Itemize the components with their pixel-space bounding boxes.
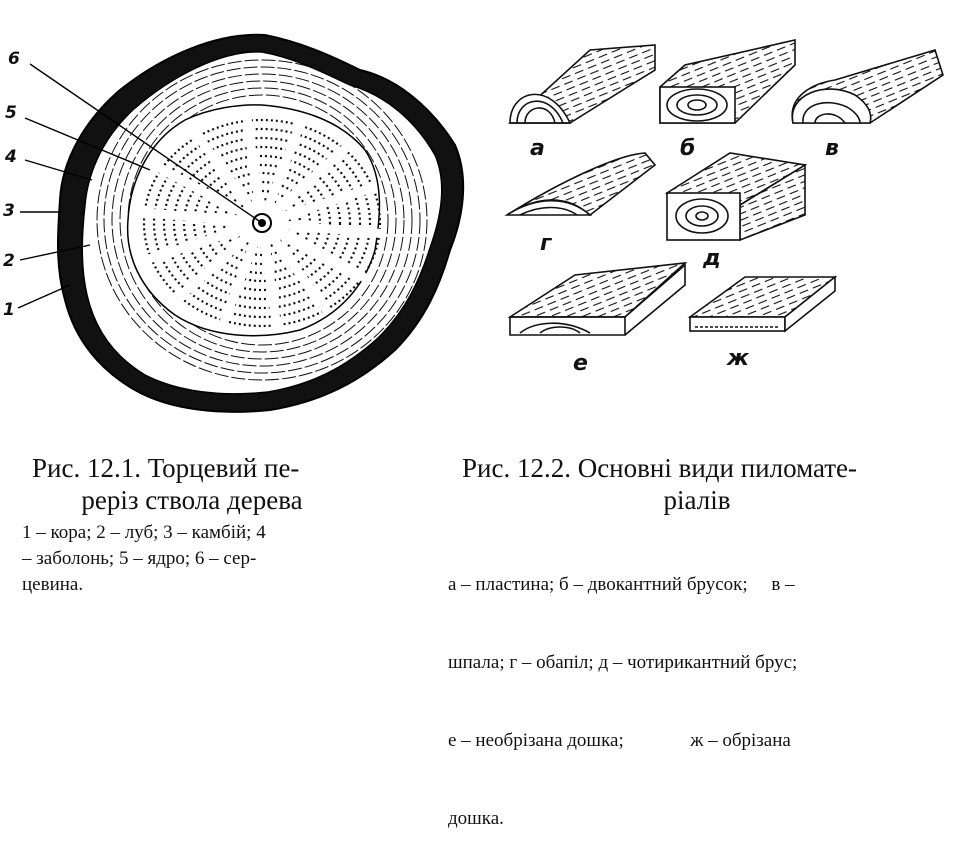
medullary-ray	[219, 232, 262, 325]
figure1-caption-line2: реріз ствола дерева	[81, 485, 303, 515]
item-label-b: б	[680, 136, 695, 161]
lumber-two-edged-bar	[659, 38, 796, 124]
callout-lines	[17, 63, 263, 309]
callout-labels: 6 5 4 3 2 1	[3, 49, 20, 320]
item-label-zh: ж	[726, 346, 750, 371]
figure2-legend-line4: дошка.	[448, 808, 504, 829]
figure1-caption-title: Рис. 12.1. Торцевий пе- реріз ствола дер…	[32, 452, 352, 516]
item-label-e: е	[573, 351, 588, 376]
lumber-plank-half-log	[507, 44, 656, 124]
callout-label-2: 2	[3, 251, 15, 271]
figure2-caption-line2: ріалів	[663, 485, 731, 515]
item-label-g: г	[540, 231, 553, 256]
medullary-ray	[259, 234, 282, 328]
medullary-ray	[271, 225, 367, 282]
callout-label-5: 5	[5, 103, 17, 123]
lumber-four-edged-beam	[664, 152, 808, 242]
callout-label-4: 4	[4, 147, 17, 167]
trunk-cross-section-figure: 6 5 4 3 2 1	[3, 33, 465, 413]
figure2-legend-line1: а – пластина; б – двокантний брусок; в –	[448, 574, 795, 595]
figure1-legend-line2: – заболонь; 5 – ядро; 6 – сер-	[22, 548, 257, 569]
figure1-legend-line1: 1 – кора; 2 – луб; 3 – камбій; 4	[22, 522, 266, 543]
medullary-ray	[273, 182, 377, 224]
medullary-ray	[242, 118, 265, 212]
medullary-ray	[275, 219, 382, 238]
lumber-sleeper	[791, 49, 944, 124]
item-label-a: а	[530, 136, 545, 161]
lumber-edged-board	[687, 275, 838, 333]
figure2-caption-line1: Рис. 12.2. Основні види пиломате-	[462, 453, 858, 483]
medullary-ray	[268, 144, 349, 218]
medullary-ray	[157, 164, 253, 221]
medullary-ray	[265, 230, 331, 314]
medullary-ray	[147, 222, 251, 264]
figure2-legend: а – пластина; б – двокантний брусок; в –…	[448, 520, 938, 858]
item-label-d: д	[702, 246, 721, 271]
callout-label-3: 3	[3, 201, 15, 221]
trunk-drawing	[56, 33, 465, 413]
figure1-caption-line1: Рис. 12.1. Торцевий пе-	[32, 453, 300, 483]
item-label-v: в	[825, 136, 839, 161]
lumber-types-figure: а б в г д е ж	[504, 38, 944, 376]
callout-label-6: 6	[8, 49, 20, 69]
callout-label-1: 1	[3, 300, 15, 320]
lumber-slab	[504, 152, 657, 217]
medullary-ray	[193, 132, 259, 216]
figure2-legend-line2: шпала; г – обапіл; д – чотирикантний бру…	[448, 652, 798, 673]
medullary-ray	[262, 121, 305, 214]
figure2-legend-line3: е – необрізана дошка; ж – обрізана	[448, 730, 791, 751]
figure1-legend: 1 – кора; 2 – луб; 3 – камбій; 4 – забол…	[22, 520, 362, 598]
medullary-ray	[175, 228, 256, 302]
figure2-caption-title: Рис. 12.2. Основні види пиломате- ріалів	[462, 452, 932, 516]
medullary-rays	[142, 118, 382, 328]
medullary-ray	[142, 208, 249, 227]
lumber-unedged-board	[507, 261, 688, 336]
figure1-legend-line3: цевина.	[22, 574, 84, 595]
lumber-item-labels: а б в г д е ж	[530, 136, 839, 376]
